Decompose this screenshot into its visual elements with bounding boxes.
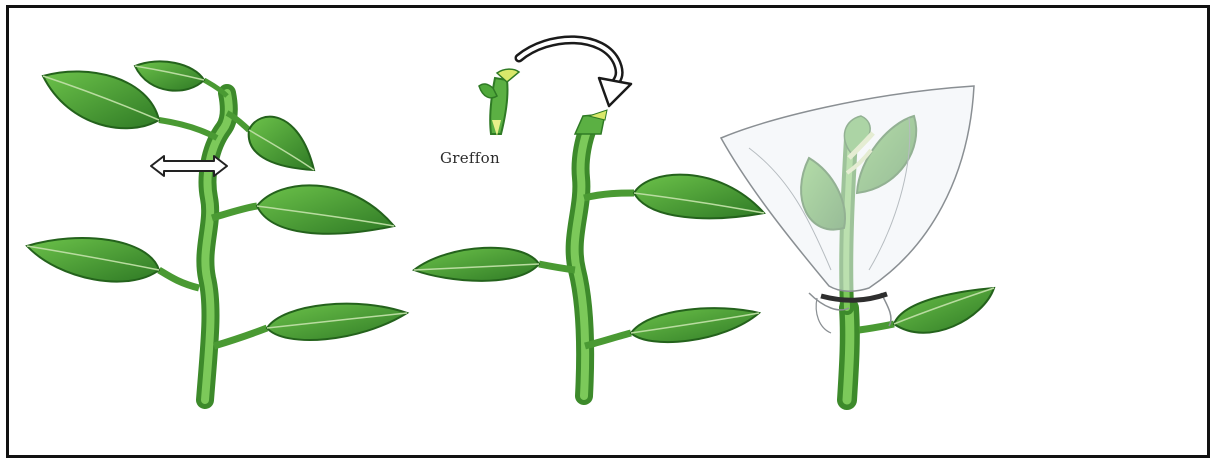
- leaf: [43, 71, 159, 128]
- bag-tie: [821, 294, 887, 300]
- panel-3-bagged-graft: [721, 86, 994, 400]
- panel-2-grafting: [414, 40, 764, 396]
- leaf: [267, 304, 407, 340]
- grafting-illustration: [9, 8, 1207, 455]
- double-headed-arrow-icon: [151, 156, 227, 176]
- leaf: [135, 61, 204, 90]
- leaf: [249, 117, 314, 170]
- leaf: [894, 288, 994, 333]
- plastic-bag: [721, 86, 974, 291]
- diagram-frame: Greffon: [6, 5, 1210, 458]
- leaf: [631, 308, 759, 342]
- scion-label: Greffon: [440, 149, 500, 167]
- leaf: [634, 175, 764, 219]
- leaf: [257, 185, 394, 233]
- leaf: [27, 238, 159, 282]
- scion: [479, 69, 519, 136]
- panel-1-rootstock: [27, 61, 407, 400]
- curved-arrow-icon: [519, 40, 631, 106]
